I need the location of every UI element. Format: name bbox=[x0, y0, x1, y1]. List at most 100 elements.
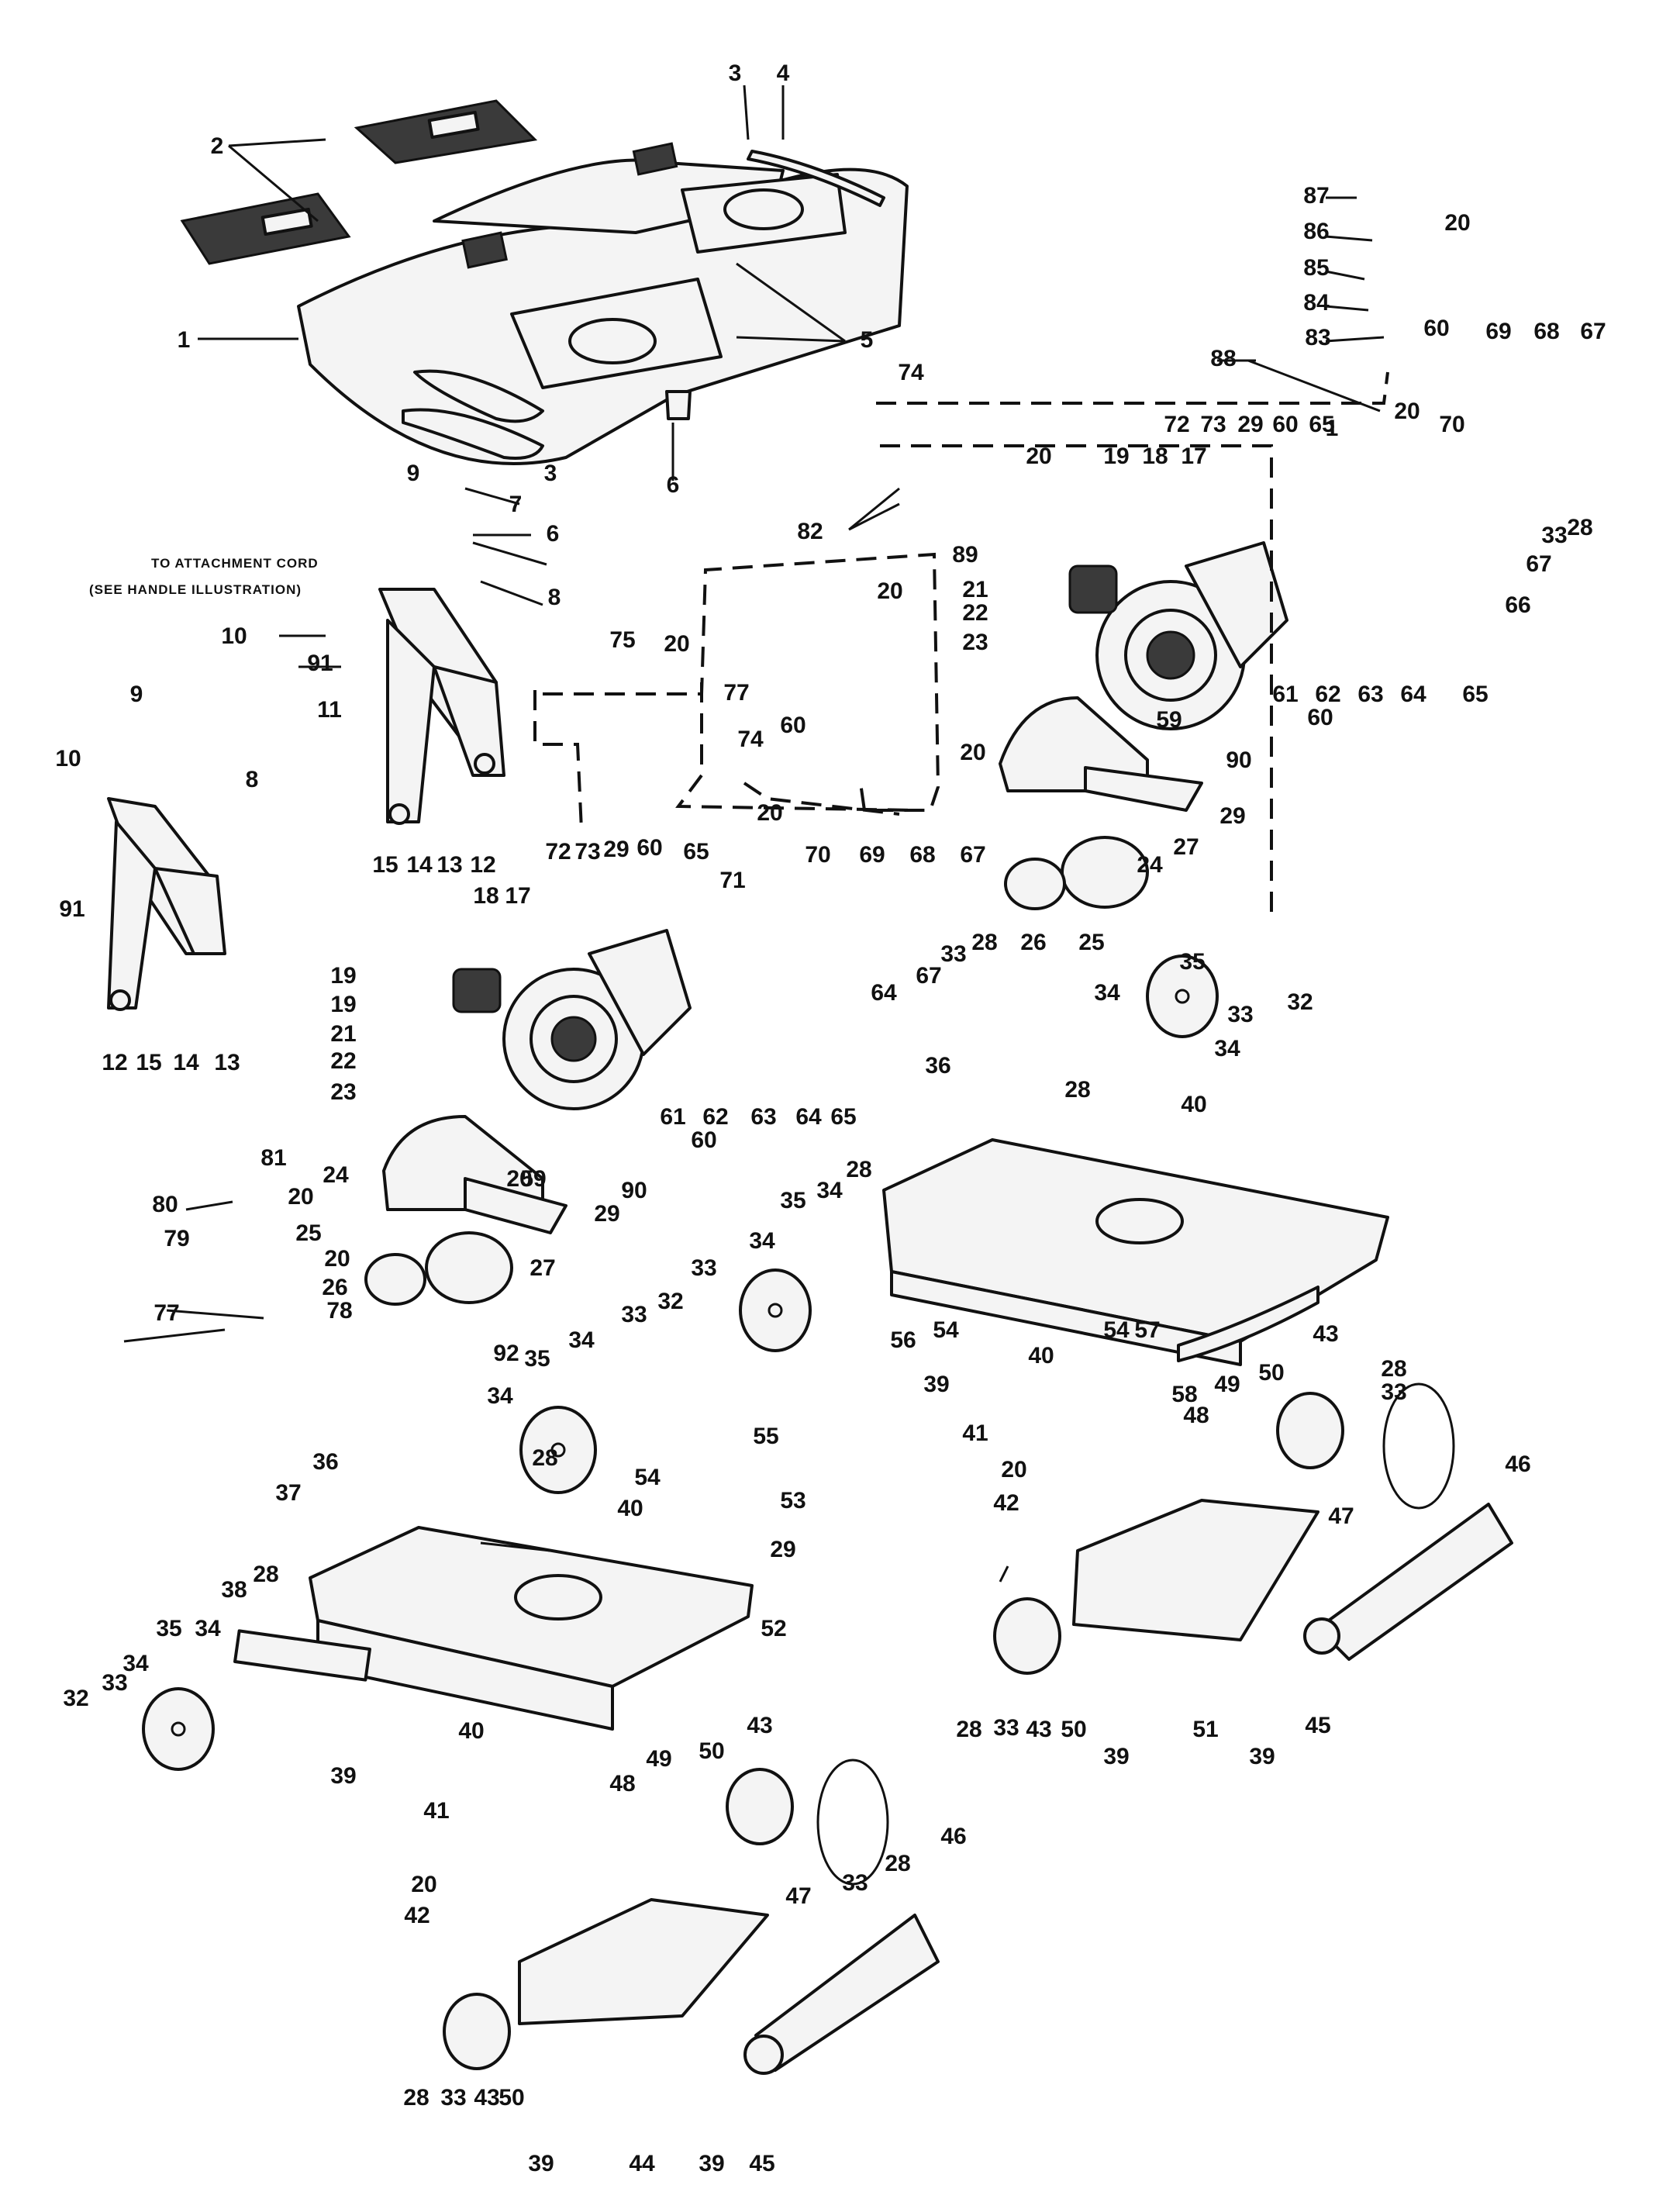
callout-43: 43 bbox=[1026, 1717, 1051, 1742]
callout-67: 67 bbox=[916, 963, 941, 989]
callout-34: 34 bbox=[749, 1228, 775, 1254]
callout-40: 40 bbox=[458, 1718, 484, 1744]
callout-60: 60 bbox=[1423, 316, 1449, 341]
callout-71: 71 bbox=[719, 868, 745, 893]
callout-20: 20 bbox=[506, 1166, 532, 1192]
motor-right bbox=[1068, 541, 1288, 730]
callout-60: 60 bbox=[1272, 412, 1298, 437]
callout-29: 29 bbox=[594, 1201, 619, 1227]
callout-28: 28 bbox=[1381, 1356, 1406, 1382]
callout-70: 70 bbox=[1439, 412, 1464, 437]
callout-73: 73 bbox=[574, 839, 600, 865]
callout-89: 89 bbox=[952, 542, 978, 568]
callout-50: 50 bbox=[1061, 1717, 1086, 1742]
callout-24: 24 bbox=[323, 1162, 349, 1188]
callout-32: 32 bbox=[657, 1289, 683, 1314]
callout-40: 40 bbox=[1181, 1092, 1206, 1117]
callout-42: 42 bbox=[404, 1903, 429, 1928]
callout-45: 45 bbox=[1305, 1713, 1330, 1738]
nozzle-rear bbox=[1072, 1499, 1320, 1641]
callout-65: 65 bbox=[1462, 682, 1488, 707]
base-housing-front bbox=[233, 1526, 754, 1731]
callout-45: 45 bbox=[749, 2151, 774, 2176]
callout-49: 49 bbox=[646, 1746, 671, 1772]
callout-29: 29 bbox=[770, 1537, 795, 1562]
fan-housing-right bbox=[1004, 836, 1149, 910]
callout-20: 20 bbox=[411, 1872, 436, 1897]
callout-39: 39 bbox=[528, 2151, 554, 2176]
callout-34: 34 bbox=[195, 1616, 221, 1641]
hinge-bracket-side bbox=[107, 797, 226, 1011]
callout-60: 60 bbox=[691, 1127, 716, 1153]
motor-shroud-left bbox=[382, 1115, 567, 1234]
callout-74: 74 bbox=[898, 360, 924, 385]
callout-20: 20 bbox=[960, 740, 985, 765]
callout-50: 50 bbox=[1258, 1360, 1284, 1386]
callout-65: 65 bbox=[683, 839, 709, 865]
callout-20: 20 bbox=[288, 1184, 313, 1210]
callout-33: 33 bbox=[440, 2085, 466, 2111]
callout-32: 32 bbox=[1287, 989, 1313, 1015]
callout-78: 78 bbox=[326, 1298, 352, 1324]
callout-33: 33 bbox=[1227, 1002, 1253, 1027]
callout-20: 20 bbox=[877, 578, 902, 604]
callout-22: 22 bbox=[962, 600, 988, 626]
callout-46: 46 bbox=[940, 1824, 966, 1849]
callout-86: 86 bbox=[1303, 219, 1329, 244]
callout-6: 6 bbox=[547, 521, 560, 547]
callout-64: 64 bbox=[871, 980, 897, 1006]
callout-33: 33 bbox=[842, 1870, 868, 1896]
callout-17: 17 bbox=[1181, 444, 1206, 469]
note-line-1: TO ATTACHMENT CORD bbox=[151, 556, 319, 571]
callout-33: 33 bbox=[621, 1302, 647, 1327]
brushroll-rear bbox=[1303, 1503, 1513, 1661]
callout-54: 54 bbox=[933, 1317, 959, 1343]
callout-61: 61 bbox=[1272, 682, 1298, 707]
callout-11: 11 bbox=[317, 697, 342, 723]
callout-53: 53 bbox=[780, 1488, 806, 1514]
belt-front bbox=[816, 1759, 889, 1886]
callout-79: 79 bbox=[164, 1226, 189, 1251]
top-cover bbox=[297, 142, 909, 465]
wiring-harness bbox=[533, 371, 1389, 915]
callout-29: 29 bbox=[603, 837, 629, 862]
callout-54: 54 bbox=[634, 1465, 661, 1490]
callout-28: 28 bbox=[971, 930, 997, 955]
callout-43: 43 bbox=[747, 1713, 772, 1738]
callout-28: 28 bbox=[1567, 515, 1592, 540]
callout-18: 18 bbox=[473, 883, 498, 909]
callout-39: 39 bbox=[1103, 1744, 1129, 1769]
callout-82: 82 bbox=[797, 519, 823, 544]
callout-39: 39 bbox=[923, 1372, 949, 1397]
callout-33: 33 bbox=[1381, 1379, 1406, 1405]
callout-87: 87 bbox=[1303, 183, 1329, 209]
belt-rear bbox=[1382, 1382, 1455, 1510]
wheel-front-2 bbox=[142, 1687, 215, 1771]
callout-64: 64 bbox=[795, 1104, 822, 1130]
callout-10: 10 bbox=[55, 746, 81, 771]
callout-27: 27 bbox=[1173, 834, 1199, 860]
callout-35: 35 bbox=[524, 1346, 550, 1372]
callout-35: 35 bbox=[156, 1616, 181, 1641]
callout-88: 88 bbox=[1210, 346, 1236, 371]
callout-20: 19 bbox=[330, 963, 356, 989]
callout-5: 5 bbox=[861, 327, 874, 353]
callout-6: 6 bbox=[667, 472, 680, 498]
callout-54: 54 bbox=[1103, 1317, 1130, 1343]
callout-72: 72 bbox=[545, 839, 571, 865]
callout-44: 44 bbox=[629, 2151, 655, 2176]
hinge-bracket-main bbox=[378, 588, 505, 825]
callout-38: 38 bbox=[221, 1577, 247, 1603]
callout-63: 63 bbox=[750, 1104, 776, 1130]
callout-22: 22 bbox=[330, 1048, 356, 1074]
callout-1: 1 bbox=[178, 327, 191, 353]
callout-33: 33 bbox=[1541, 523, 1567, 548]
callout-14: 14 bbox=[406, 852, 433, 878]
callout-20: 20 bbox=[1444, 210, 1470, 236]
callout-13: 13 bbox=[214, 1050, 240, 1075]
callout-24: 24 bbox=[1137, 852, 1163, 878]
callout-34: 34 bbox=[1094, 980, 1120, 1006]
callout-12: 12 bbox=[102, 1050, 127, 1075]
callout-77: 77 bbox=[154, 1300, 179, 1326]
callout-67: 67 bbox=[1580, 319, 1606, 344]
